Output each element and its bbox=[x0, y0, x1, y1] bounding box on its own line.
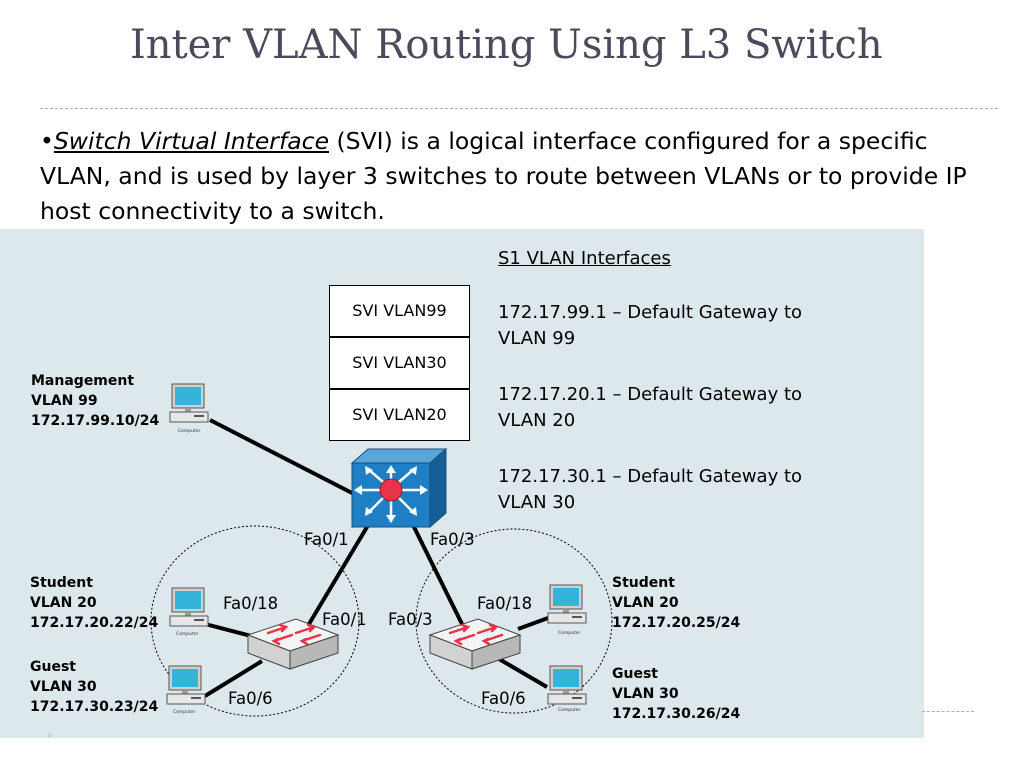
gateway-entry: 172.17.30.1 – Default Gateway to VLAN 30 bbox=[498, 464, 802, 516]
link-left-student bbox=[204, 622, 256, 639]
left-student-host-label: Student VLAN 20 172.17.20.22/24 bbox=[30, 573, 158, 633]
host-ip: 172.17.30.26/24 bbox=[612, 706, 741, 722]
right-student-computer-icon bbox=[547, 584, 587, 624]
link-right-student bbox=[517, 616, 549, 631]
host-vlan: VLAN 30 bbox=[30, 679, 97, 695]
computer-caption: Computer bbox=[558, 707, 581, 713]
bullet-text: •Switch Virtual Interface (SVI) is a log… bbox=[40, 124, 990, 229]
link-left-guest bbox=[203, 659, 264, 698]
svi-box: SVI VLAN99 bbox=[329, 285, 470, 337]
network-links bbox=[203, 418, 549, 698]
port-label-left-student: Fa0/18 bbox=[223, 594, 279, 613]
slide-title: Inter VLAN Routing Using L3 Switch bbox=[130, 22, 883, 68]
host-ip: 172.17.99.10/24 bbox=[31, 413, 160, 429]
gateway-line: 172.17.20.1 – Default Gateway to bbox=[498, 384, 803, 405]
bullet-body: (SVI) is a logical interface configured … bbox=[40, 127, 967, 225]
host-name: Guest bbox=[612, 666, 658, 682]
title-divider bbox=[40, 108, 998, 109]
footer-divider bbox=[922, 711, 974, 712]
host-vlan: VLAN 20 bbox=[612, 595, 679, 611]
port-label-left-uplink: Fa0/1 bbox=[322, 610, 367, 629]
host-vlan: VLAN 30 bbox=[612, 686, 679, 702]
host-vlan: VLAN 99 bbox=[31, 393, 98, 409]
right-guest-host-label: Guest VLAN 30 172.17.30.26/24 bbox=[612, 664, 740, 724]
diagram-drawing: Computer Computer Computer Computer Comp… bbox=[150, 383, 613, 717]
layer3-switch-icon bbox=[350, 447, 448, 529]
bullet-marker: • bbox=[40, 127, 54, 155]
link-management bbox=[209, 418, 355, 496]
host-vlan: VLAN 20 bbox=[30, 595, 97, 611]
gateway-vlan: VLAN 20 bbox=[498, 410, 576, 431]
port-label-core-left: Fa0/1 bbox=[304, 530, 349, 549]
port-label-left-guest: Fa0/6 bbox=[228, 689, 273, 708]
computer-caption: Computer bbox=[173, 709, 196, 715]
bullet-term: Switch Virtual Interface bbox=[53, 127, 330, 155]
management-computer-icon bbox=[169, 383, 209, 423]
link-core-right bbox=[411, 524, 464, 625]
network-diagram: Computer Computer Computer Computer Comp… bbox=[0, 229, 924, 738]
computer-caption: Computer bbox=[178, 428, 201, 434]
gateway-line: 172.17.30.1 – Default Gateway to bbox=[498, 466, 803, 487]
left-student-computer-icon bbox=[169, 587, 209, 627]
computer-caption: Computer bbox=[558, 630, 581, 636]
gateway-entry: 172.17.99.1 – Default Gateway to VLAN 99 bbox=[498, 300, 802, 352]
host-name: Student bbox=[612, 575, 675, 591]
svi-box: SVI VLAN30 bbox=[329, 337, 470, 389]
gateway-entry: 172.17.20.1 – Default Gateway to VLAN 20 bbox=[498, 382, 802, 434]
left-guest-host-label: Guest VLAN 30 172.17.30.23/24 bbox=[30, 657, 158, 717]
link-core-left bbox=[307, 520, 372, 626]
port-label-right-student: Fa0/18 bbox=[477, 594, 533, 613]
right-student-host-label: Student VLAN 20 172.17.20.25/24 bbox=[612, 573, 740, 633]
computer-caption: Computer bbox=[176, 631, 199, 637]
gateway-vlan: VLAN 99 bbox=[498, 328, 576, 349]
right-guest-computer-icon bbox=[547, 665, 587, 705]
right-access-group bbox=[415, 528, 613, 714]
host-ip: 172.17.30.23/24 bbox=[30, 699, 159, 715]
info-heading: S1 VLAN Interfaces bbox=[498, 248, 671, 269]
host-ip: 172.17.20.25/24 bbox=[612, 615, 741, 631]
svi-box: SVI VLAN20 bbox=[329, 389, 470, 441]
host-name: Student bbox=[30, 575, 93, 591]
port-label-right-guest: Fa0/6 bbox=[481, 689, 526, 708]
host-name: Guest bbox=[30, 659, 76, 675]
left-access-group bbox=[150, 525, 360, 717]
footer-marker-icon bbox=[48, 732, 54, 738]
port-label-core-right: Fa0/3 bbox=[430, 530, 475, 549]
port-label-right-uplink: Fa0/3 bbox=[388, 610, 433, 629]
left-guest-computer-icon bbox=[166, 665, 206, 705]
gateway-vlan: VLAN 30 bbox=[498, 492, 576, 513]
gateway-line: 172.17.99.1 – Default Gateway to bbox=[498, 302, 803, 323]
management-host-label: Management VLAN 99 172.17.99.10/24 bbox=[31, 371, 159, 431]
host-ip: 172.17.20.22/24 bbox=[30, 615, 159, 631]
link-right-guest bbox=[497, 657, 549, 689]
host-name: Management bbox=[31, 373, 135, 389]
